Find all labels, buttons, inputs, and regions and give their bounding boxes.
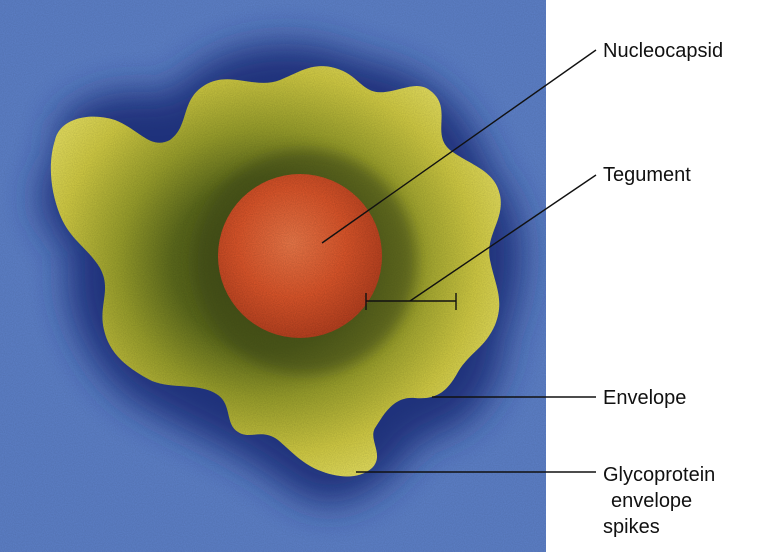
tegument-label: Tegument (603, 164, 691, 186)
tegument-leader-line (409, 174, 597, 302)
glycoprotein-label-line-1: Glycoprotein (603, 464, 716, 486)
envelope-label: Envelope (603, 387, 687, 409)
glycoprotein-label-line-3: spikes (603, 516, 660, 538)
glycoprotein-label-line-2: envelope (611, 490, 693, 512)
nucleocapsid-label: Nucleocapsid (603, 40, 724, 62)
virus-micrograph (0, 0, 546, 552)
glycoprotein-spikes-label: Glycoprotein envelope spikes (603, 462, 715, 540)
nucleocapsid-leader-line (321, 49, 597, 244)
